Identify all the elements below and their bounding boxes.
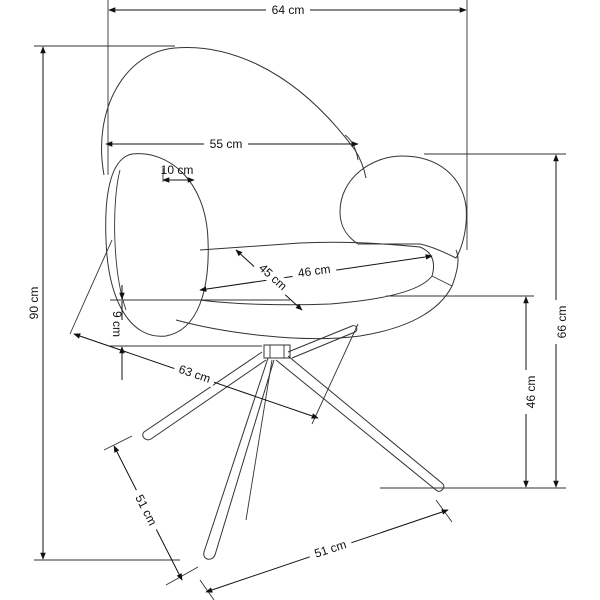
right-armrest (339, 155, 467, 259)
leg-front-right (275, 355, 445, 492)
seat-rim (175, 249, 459, 340)
dimension-labels: 64 cm 55 cm 10 cm 46 cm 45 cm 90 cm 9 cm… (27, 2, 570, 563)
label-armrest-thickness: 10 cm (161, 163, 194, 177)
dimension-lines (34, 0, 566, 600)
leg-front-left (203, 357, 275, 560)
left-armrest (105, 153, 209, 337)
label-overall-width: 64 cm (272, 3, 305, 17)
seat-side (431, 275, 453, 287)
label-seat-thickness: 9 cm (110, 311, 124, 337)
chair-drawing (101, 47, 467, 560)
label-base-depth: 51 cm (132, 492, 159, 527)
left-armrest-seam (114, 169, 127, 311)
leg-back-left (142, 351, 267, 441)
label-seat-depth: 45 cm (256, 261, 290, 293)
label-base-width: 51 cm (313, 537, 348, 560)
label-seat-height: 46 cm (524, 376, 538, 409)
label-armrest-height: 66 cm (555, 306, 569, 339)
backrest-outline (101, 47, 367, 179)
label-overall-height: 90 cm (27, 287, 41, 320)
swivel-hub (263, 344, 291, 359)
label-backrest-width: 55 cm (210, 137, 243, 151)
label-diagonal-depth: 63 cm (177, 362, 212, 386)
label-seat-width: 46 cm (297, 262, 331, 280)
leg-back-right (287, 325, 358, 359)
